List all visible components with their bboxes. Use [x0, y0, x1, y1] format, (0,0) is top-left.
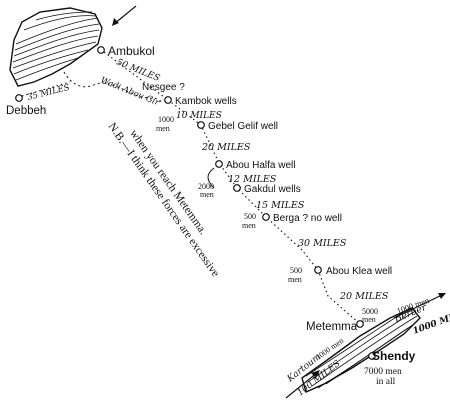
- marker-berga: [262, 213, 270, 221]
- marker-kambok: [164, 96, 172, 104]
- force-7000-all: in all: [376, 377, 396, 387]
- note-line-2: when you reach Metemma.: [127, 128, 209, 238]
- force-500-klea: 500: [290, 266, 302, 275]
- distance-15-miles: 15 MILES: [256, 200, 305, 211]
- force-5000-men: men: [362, 315, 376, 324]
- distance-30-miles: 30 MILES: [298, 238, 347, 249]
- label-kambok: Kambok wells: [175, 96, 237, 107]
- wadi-line: [63, 71, 163, 105]
- bracket-2000: [207, 167, 215, 189]
- note: N.B.—I think these forces are excessive …: [106, 121, 222, 279]
- flow-arrow-kartoum: [285, 370, 320, 399]
- route: [21, 51, 361, 325]
- marker-debbeh: [15, 94, 23, 102]
- distance-20-miles-b: 20 MILES: [339, 291, 389, 302]
- distance-20-miles-a: 20 MILES: [201, 142, 251, 153]
- label-gakdul: Gakdul wells: [244, 184, 301, 195]
- marker-metemma: [356, 320, 364, 328]
- force-1000: 1000: [158, 115, 174, 124]
- label-ambukol: Ambukol: [108, 44, 155, 58]
- force-500-berga: 500: [244, 212, 256, 221]
- river-nile-upper: [9, 7, 103, 87]
- marker-gebel-gelif: [197, 121, 205, 129]
- label-abou-halfa: Abou Halfa well: [226, 160, 295, 171]
- label-shendy: Shendy: [372, 349, 416, 363]
- flow-arrow-upper: [112, 5, 137, 26]
- label-gebel-gelif: Gebel Gelif well: [208, 121, 278, 132]
- label-metemma: Metemma: [306, 321, 358, 333]
- label-abou-klea: Abou Klea well: [326, 266, 392, 277]
- force-2000-men: men: [200, 190, 214, 199]
- marker-ambukol: [97, 46, 105, 54]
- distance-10-miles: 10 MILES: [176, 111, 222, 121]
- force-1000-men: men: [156, 124, 170, 133]
- place-markers: [15, 46, 376, 360]
- distance-50-miles: 50 MILES: [115, 58, 161, 84]
- force-500-klea-men: men: [288, 275, 302, 284]
- label-nesgee: Nesgee ?: [142, 82, 185, 93]
- force-5000: 5000: [362, 307, 378, 316]
- marker-gakdul: [233, 184, 241, 192]
- distance-35-miles: 35 MILES: [26, 83, 71, 103]
- distance-12-miles: 12 MILES: [228, 174, 277, 185]
- marker-abou-klea: [314, 266, 322, 274]
- force-500-berga-men: men: [242, 221, 256, 230]
- force-7000: 7000 men: [364, 367, 402, 377]
- marker-shendy: [368, 352, 376, 360]
- label-debbeh: Debbeh: [6, 105, 46, 117]
- force-2000: 2000: [198, 182, 214, 191]
- label-berga: Berga ? no well: [273, 213, 342, 224]
- marker-abou-halfa: [215, 160, 223, 168]
- flow-arrow-berber: [393, 293, 446, 319]
